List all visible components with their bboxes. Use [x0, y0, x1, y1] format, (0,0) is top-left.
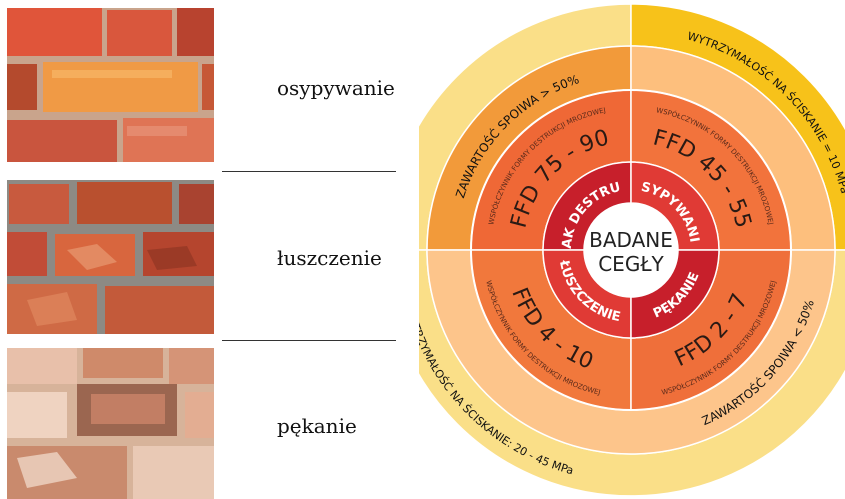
row-separator — [222, 340, 396, 341]
row-label-luszczenie: łuszczenie — [277, 246, 382, 270]
row-label-pekanie: pękanie — [277, 414, 357, 438]
brick-photo-osypywanie — [7, 8, 214, 162]
classification-wheel: BADANE CEGŁY BRAK DESTRUKCJI OSYPYWANIE … — [419, 0, 845, 499]
center-label-line1: BADANE — [589, 228, 673, 252]
brick-photo-pekanie — [7, 348, 214, 499]
center-label-line2: CEGŁY — [598, 252, 664, 276]
brick-photo-luszczenie — [7, 180, 214, 334]
row-label-osypywanie: osypywanie — [277, 76, 395, 100]
row-separator — [222, 171, 396, 172]
